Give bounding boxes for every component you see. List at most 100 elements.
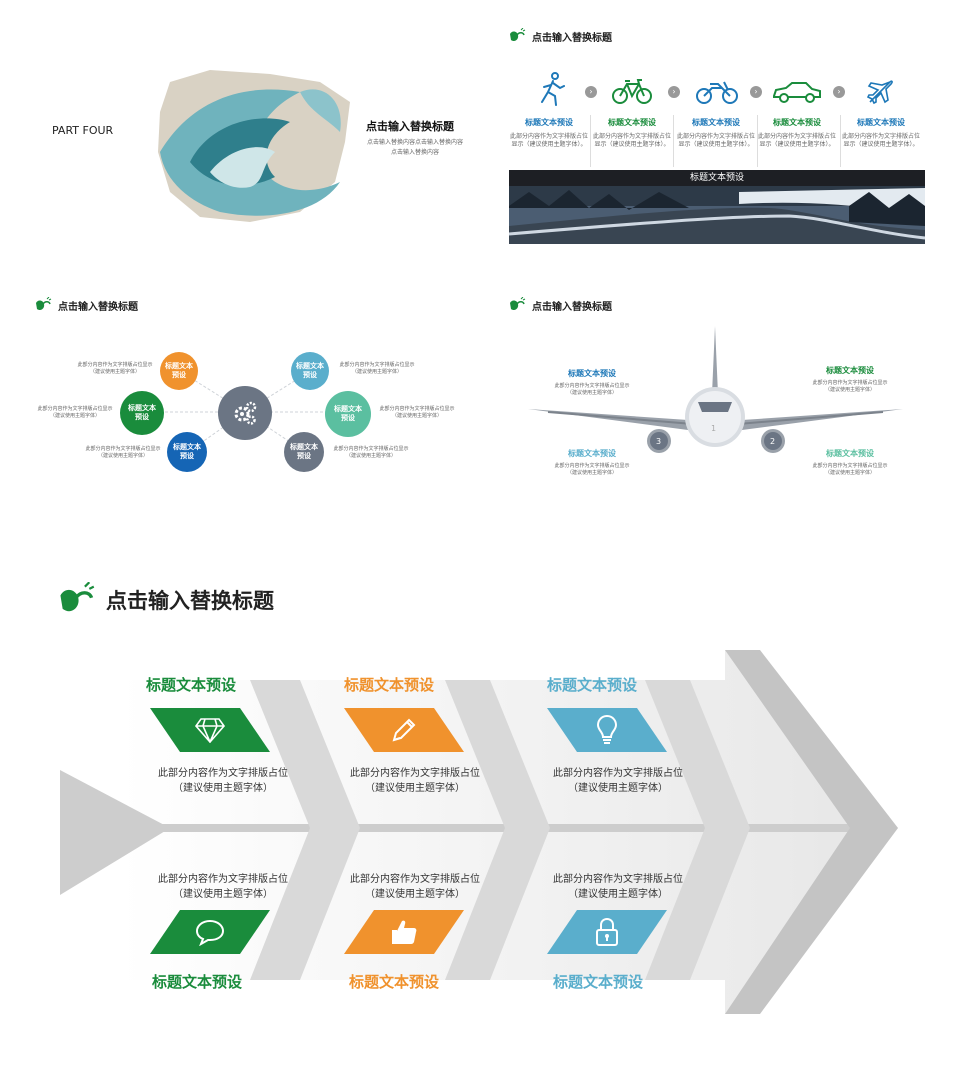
fishbone-bottom-tag-2 [344,910,464,954]
airplane-block-bottom-left: 标题文本预设 此部分内容作为文字排版占位显示 （建议使用主题字体） [542,448,642,477]
chevron-2: › [668,86,680,98]
fishbone-top-title-3: 标题文本预设 [547,676,638,694]
engine-number-right: 2 [770,437,776,446]
airplane-block-text: （建议使用主题字体） [824,470,875,476]
slide3-header: 点击输入替换标题 [34,297,138,313]
circle-label: 标题文本 [128,404,156,412]
slide5-header: 点击输入替换标题 [56,582,274,618]
transport-item-3: 标题文本预设 此部分内容作为文字排版占位 显示（建议使用主题字体）。 [677,117,755,149]
pencil-icon [392,718,416,742]
leaf-logo-icon [508,297,526,313]
fishbone-text-line: 此部分内容作为文字排版占位 [553,874,683,885]
circle-gray: 标题文本预设 [284,432,324,472]
circle-text-line: （建议使用主题字体） [345,453,396,459]
transport-item-1: 标题文本预设 此部分内容作为文字排版占位 显示（建议使用主题字体）。 [510,117,588,149]
chevron-4: › [833,86,845,98]
snowy-road-photo [509,186,925,244]
thumbs-up-icon [392,920,417,944]
fishbone-top-tag-2 [344,708,464,752]
fishbone-top-text-2: 此部分内容作为文字排版占位（建议使用主题字体） [330,766,500,796]
airplane-block-title: 标题文本预设 [826,366,874,375]
lightbulb-icon [596,714,618,744]
circle-text-darkblue: 此部分内容作为文字排版占位显示（建议使用主题字体） [78,446,168,460]
fishbone-top-tag-1 [150,708,270,752]
transport-item-text: 此部分内容作为文字排版占位 [842,133,921,140]
divider [757,115,758,167]
airplane-block-top-left: 标题文本预设 此部分内容作为文字排版占位显示 （建议使用主题字体） [542,368,642,397]
transport-icon-runner [538,72,566,110]
airplane-block-top-right: 标题文本预设 此部分内容作为文字排版占位显示 （建议使用主题字体） [800,365,900,394]
fishbone-text-line: （建议使用主题字体） [568,783,668,794]
fishbone-bottom-title-1: 标题文本预设 [152,973,243,991]
part-label: PART FOUR [52,124,114,137]
airplane-block-bottom-right: 标题文本预设 此部分内容作为文字排版占位显示 （建议使用主题字体） [800,448,900,477]
fishbone-top-text-3: 此部分内容作为文字排版占位 （建议使用主题字体） [533,766,703,796]
slide2-header: 点击输入替换标题 [508,28,612,44]
airplane-block-text: 此部分内容作为文字排版占位显示 [554,463,630,469]
banner-bar: 标题文本预设 [509,170,925,186]
fishbone-bottom-text-2: 此部分内容作为文字排版占位 （建议使用主题字体） [330,872,500,902]
divider [840,115,841,167]
transport-icon-motorcycle [696,78,738,108]
airplane-block-title: 标题文本预设 [568,449,616,458]
airplane-block-text: （建议使用主题字体） [824,387,875,393]
leaf-logo-icon [56,582,96,618]
leaf-logo-icon [34,297,52,313]
circle-text-line: 此部分内容作为文字排版占位显示 [339,362,415,368]
transport-item-text: 显示（建议使用主题字体）。 [678,141,754,148]
fishbone-text-line: （建议使用主题字体） [365,889,465,900]
slide-airplane: 点击输入替换标题 标题文本预设 此部分内容作为文字排版占位显示 （建议使用主题字… [500,270,940,500]
slide5-header-title: 点击输入替换标题 [106,589,274,613]
circle-label: 标题文本 [173,443,201,451]
circle-text-line: （建议使用主题字体） [351,369,402,375]
gear-hub [218,386,272,440]
circle-text-gray: 此部分内容作为文字排版占位显示（建议使用主题字体） [326,446,416,460]
transport-item-text: 显示（建议使用主题字体）。 [594,141,670,148]
transport-icon-bicycle [612,78,652,108]
transport-item-text: 显示（建议使用主题字体）。 [843,141,919,148]
fishbone-top-text-1: 此部分内容作为文字排版占位（建议使用主题字体） [138,766,308,796]
divider [673,115,674,167]
circle-text-line: （建议使用主题字体） [49,413,100,419]
slide-part-four: PART FOUR 点击输入替换标题 点击输入替换内容点击输入替换内容 点击输入… [0,0,480,260]
circle-label: 预设 [135,413,149,421]
circle-text-line: 此部分内容作为文字排版占位显示 [37,406,113,412]
diamond-icon [195,718,225,743]
padlock-icon [596,917,618,946]
transport-item-2: 标题文本预设 此部分内容作为文字排版占位 显示（建议使用主题字体）。 [593,117,671,149]
transport-item-text: 显示（建议使用主题字体）。 [759,141,835,148]
fuselage-number: 1 [711,424,717,433]
circle-orange: 标题文本预设 [160,352,198,390]
airplane-block-title: 标题文本预设 [826,449,874,458]
fishbone-text-line: 此部分内容作为文字排版占位 [158,874,288,885]
car-icon [773,82,821,103]
transport-item-text: 此部分内容作为文字排版占位 [510,133,589,140]
airplane-block-text: 此部分内容作为文字排版占位显示 [554,383,630,389]
fishbone-text-line: 此部分内容作为文字排版占位 [553,768,683,779]
circle-green: 标题文本预设 [120,391,164,435]
slide-fishbone: 点击输入替换标题 标题文本预设 标题文本预设 标题文本预设 此部分内容作为文字排… [0,560,960,1084]
circle-label: 预设 [180,452,194,460]
slide3-header-title: 点击输入替换标题 [58,301,138,313]
fishbone-text-line: 此部分内容作为文字排版占位 [350,874,480,885]
fishbone-bottom-title-2: 标题文本预设 [349,973,440,991]
airplane-illustration [528,326,903,453]
airplane-block-text: 此部分内容作为文字排版占位显示 [812,463,888,469]
fishbone-text-line: （建议使用主题字体） [568,889,668,900]
chat-bubble-icon [195,919,225,946]
fishbone-bottom-tag-3 [547,910,667,954]
transport-item-title: 标题文本预设 [525,118,573,127]
circle-label: 预设 [172,371,186,379]
circle-text-lightblue: 此部分内容作为文字排版占位显示（建议使用主题字体） [332,362,422,376]
airplane-block-text: 此部分内容作为文字排版占位显示 [812,380,888,386]
chevron-1: › [585,86,597,98]
leaf-logo-icon [508,28,526,44]
slide4-header-title: 点击输入替换标题 [532,301,612,313]
transport-item-title: 标题文本预设 [692,118,740,127]
transport-icon-car [772,80,822,108]
transport-icon-airplane [866,78,894,110]
transport-item-5: 标题文本预设 此部分内容作为文字排版占位 显示（建议使用主题字体）。 [842,117,920,149]
fishbone-bottom-title-3: 标题文本预设 [553,973,644,991]
motorcycle-icon [696,81,738,104]
circle-label: 预设 [303,371,317,379]
